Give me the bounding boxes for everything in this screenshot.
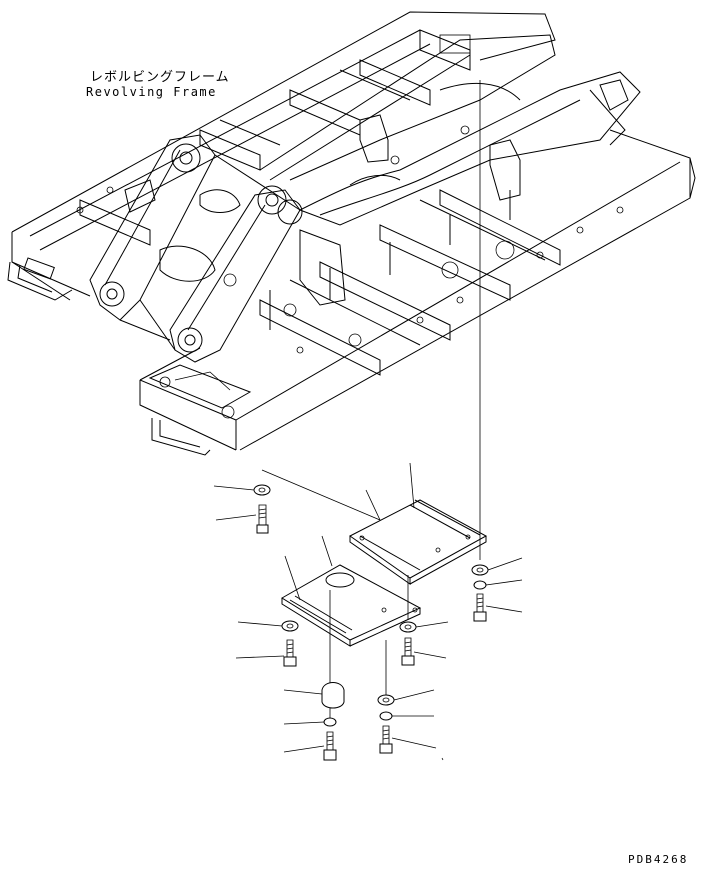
label-leader bbox=[485, 579, 523, 586]
label-leader bbox=[213, 485, 255, 491]
label-leader bbox=[215, 514, 257, 521]
lower-cover-plate bbox=[281, 564, 422, 647]
title-japanese: レボルビングフレーム bbox=[90, 70, 230, 85]
label-leader bbox=[393, 689, 435, 701]
label-leader bbox=[235, 655, 285, 659]
revolving-frame bbox=[7, 11, 696, 456]
washer bbox=[253, 484, 271, 496]
label-leader bbox=[284, 555, 301, 601]
bolt bbox=[256, 504, 269, 534]
bolt bbox=[473, 593, 487, 622]
upper-cover-plate bbox=[349, 499, 488, 585]
lock-washer bbox=[379, 711, 393, 721]
mark bbox=[441, 757, 444, 761]
lock-washer bbox=[473, 580, 487, 590]
washer bbox=[323, 717, 337, 727]
label-leader bbox=[283, 745, 325, 753]
bolt bbox=[401, 637, 415, 666]
washer bbox=[399, 621, 417, 633]
label-leader bbox=[237, 621, 283, 627]
drawing-code: PDB4268 bbox=[628, 853, 689, 866]
washer bbox=[281, 620, 299, 632]
label-leader bbox=[487, 557, 523, 571]
label-leader bbox=[413, 651, 447, 659]
bolt bbox=[379, 725, 393, 754]
washer bbox=[471, 564, 489, 576]
label-leader bbox=[365, 489, 381, 521]
label-leader bbox=[415, 621, 449, 628]
label-leader bbox=[283, 721, 325, 725]
leader-line-upper-plate bbox=[261, 469, 381, 521]
label-leader bbox=[409, 462, 415, 509]
label-leader bbox=[321, 535, 333, 567]
cap bbox=[321, 682, 345, 709]
title-english: Revolving Frame bbox=[86, 85, 217, 99]
washer bbox=[377, 694, 395, 706]
bolt bbox=[283, 639, 297, 667]
label-leader bbox=[283, 689, 323, 695]
label-leader bbox=[485, 605, 523, 613]
label-leader bbox=[391, 737, 437, 749]
bolt bbox=[323, 731, 337, 761]
